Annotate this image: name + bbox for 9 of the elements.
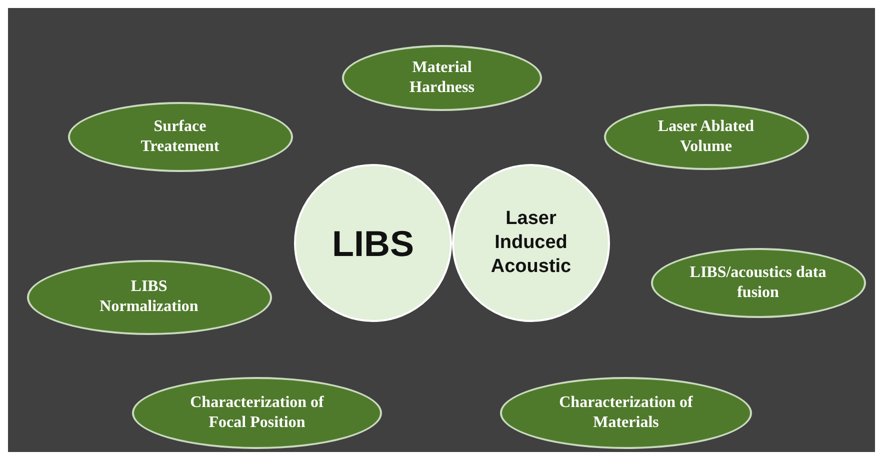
node-label: Laser Ablated Volume: [656, 117, 756, 157]
node-label: Characterization of Focal Position: [189, 393, 325, 433]
node-label: Material Hardness: [408, 58, 476, 98]
node-label: Characterization of Materials: [558, 393, 694, 433]
node-label: Laser Induced Acoustic: [490, 207, 572, 279]
node-label: LIBS/acoustics data fusion: [688, 263, 828, 303]
node-label: LIBS: [332, 222, 414, 266]
node-label: Surface Treatement: [140, 117, 220, 157]
node-label: LIBS Normalization: [98, 277, 200, 317]
